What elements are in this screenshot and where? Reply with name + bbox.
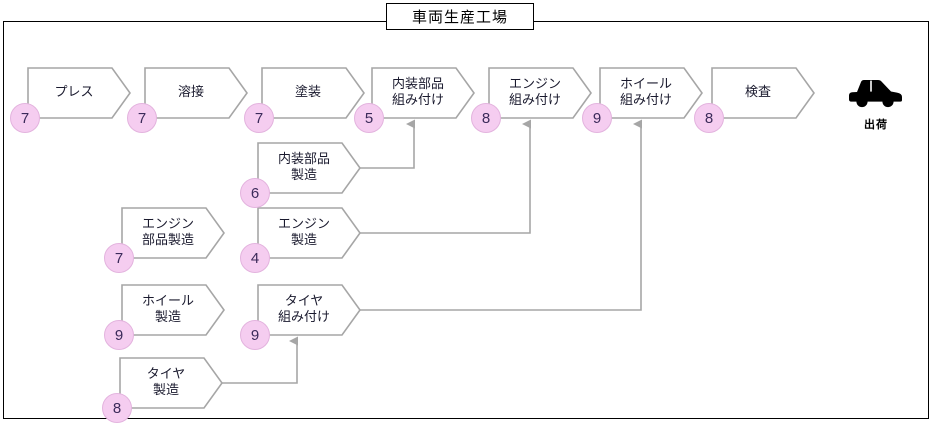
badge-tire-assembly: 9 — [240, 320, 270, 350]
badge-engine-mfg: 4 — [240, 243, 270, 273]
badge-engine-assembly: 8 — [471, 103, 501, 133]
badge-engine-parts-mfg: 7 — [104, 243, 134, 273]
shipping-label: 出荷 — [864, 119, 888, 131]
badge-painting: 7 — [244, 103, 274, 133]
page-title: 車両生産工場 — [386, 3, 534, 30]
badge-press: 7 — [10, 103, 40, 133]
badge-welding: 7 — [127, 103, 157, 133]
badge-wheel-assembly: 9 — [582, 103, 612, 133]
shipping-block: 出荷 — [838, 76, 914, 132]
badge-interior-parts-mfg: 6 — [240, 178, 270, 208]
factory-boundary-frame — [3, 21, 929, 419]
badge-wheel-mfg: 9 — [104, 320, 134, 350]
badge-tire-mfg: 8 — [102, 393, 132, 423]
car-icon — [849, 80, 902, 108]
badge-inspection: 8 — [694, 103, 724, 133]
badge-interior-assembly: 5 — [354, 103, 384, 133]
